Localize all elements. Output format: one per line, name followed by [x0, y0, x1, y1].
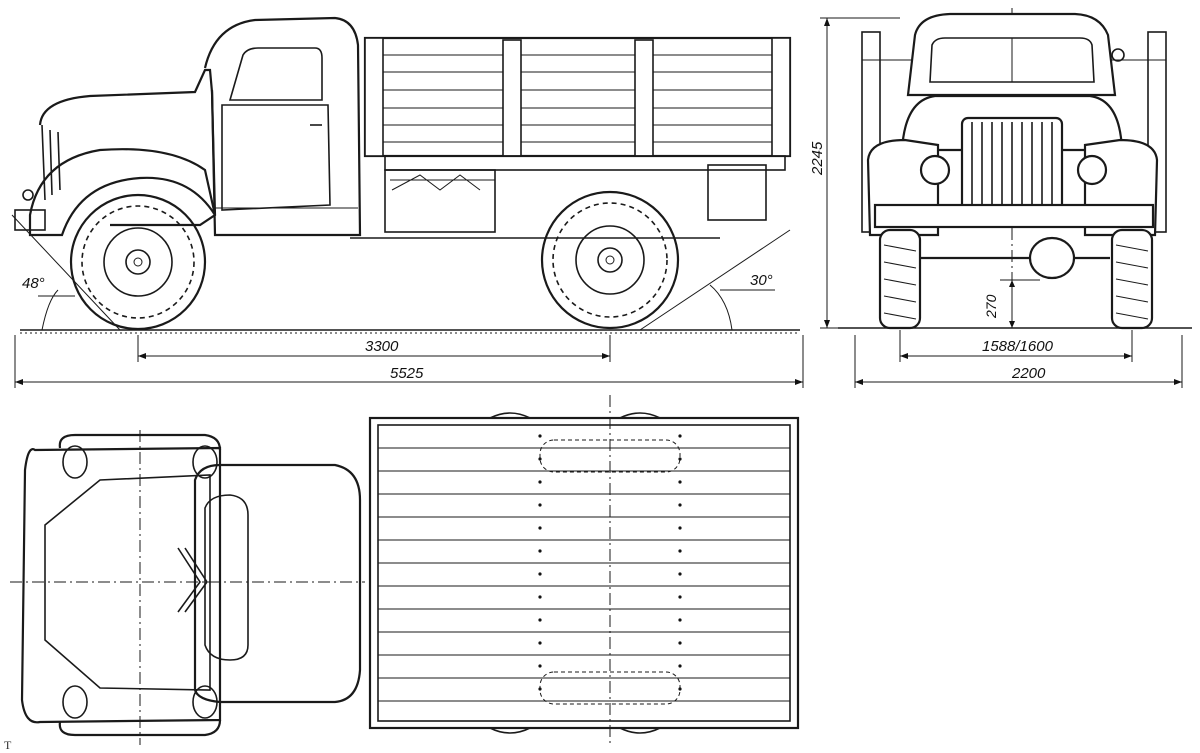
top-cargo-bed	[368, 416, 800, 730]
length-label: 5525	[390, 365, 424, 382]
side-bed-slats	[365, 54, 790, 143]
clearance-dimension: 270	[983, 279, 1040, 328]
front-bed-right	[1147, 31, 1167, 233]
height-label: 2245	[809, 141, 826, 176]
top-headlights	[62, 445, 218, 719]
side-battery-box	[707, 164, 767, 221]
side-bed-frame	[384, 155, 786, 171]
track-dimension: 1588/1600	[899, 330, 1133, 362]
side-fuel-tank	[384, 169, 496, 233]
approach-angle: 48°	[11, 214, 121, 331]
side-hood	[38, 68, 217, 227]
front-right-headlight	[1076, 154, 1108, 186]
departure-angle: 30°	[639, 229, 791, 331]
front-bumper	[873, 203, 1155, 229]
side-spare-tire	[390, 174, 495, 191]
top-hood-outline	[20, 446, 222, 724]
front-grille-bars	[971, 122, 1053, 205]
side-front-fender	[28, 148, 217, 237]
clearance-label: 270	[983, 294, 999, 319]
side-front-grille	[41, 124, 61, 201]
front-mirror	[1111, 48, 1125, 62]
side-front-bumper	[14, 209, 46, 231]
side-tow-hook	[22, 189, 34, 201]
approach-angle-label: 48°	[22, 275, 45, 292]
side-cab	[203, 16, 362, 237]
side-bed-stakes	[364, 37, 791, 157]
side-cab-door	[221, 104, 331, 211]
wheelbase-label: 3300	[365, 338, 399, 355]
front-left-tire	[878, 228, 922, 330]
front-view: 270 1588/1600 2200	[838, 8, 1192, 388]
top-cab-roof	[193, 463, 362, 704]
front-windshield	[929, 37, 1095, 83]
top-bed-inner	[377, 424, 791, 722]
length-dimension: 5525	[14, 335, 804, 388]
width-dimension: 2200	[854, 335, 1183, 388]
side-cargo-bed	[363, 36, 792, 158]
top-view	[10, 395, 800, 745]
top-bed-planks	[378, 447, 790, 702]
side-rear-wheel	[540, 190, 680, 330]
top-bed-bolts	[538, 434, 682, 691]
top-hood-ornament	[177, 547, 208, 613]
caption: Т	[4, 738, 12, 752]
side-view: 48° 30° 3300 5525	[11, 16, 804, 388]
top-windshield	[204, 494, 249, 661]
front-tire-tread	[883, 244, 1149, 320]
track-label: 1588/1600	[982, 338, 1054, 355]
side-cab-window	[228, 47, 323, 101]
front-right-tire	[1110, 228, 1154, 330]
front-left-headlight	[919, 154, 951, 186]
top-hood-taper	[44, 474, 211, 691]
width-label: 2200	[1011, 365, 1046, 382]
front-differential	[1028, 236, 1076, 280]
top-bed-hinges	[489, 412, 661, 734]
departure-angle-label: 30°	[750, 272, 773, 289]
side-front-wheel	[69, 193, 207, 331]
wheelbase-dimension: 3300	[137, 335, 611, 362]
